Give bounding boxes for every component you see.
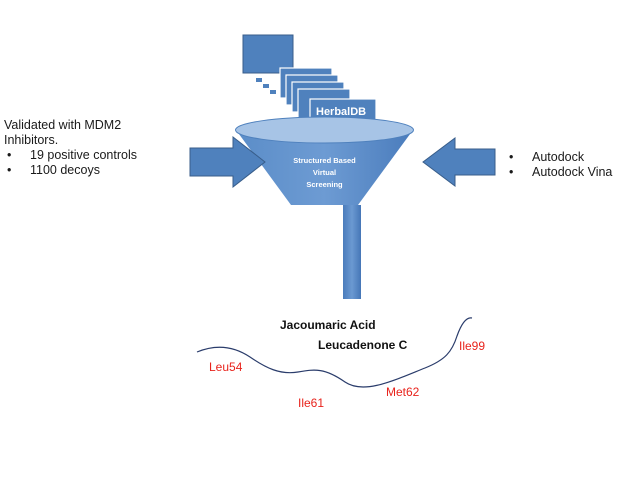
validation-list: 19 positive controls 1100 decoys — [4, 148, 137, 178]
ligand-leucadenone-c: Leucadenone C — [318, 338, 408, 352]
residue-met62: Met62 — [386, 385, 420, 399]
validation-heading-line-1: Validated with MDM2 — [4, 118, 122, 132]
database-stack: HerbalDB — [242, 34, 377, 125]
validation-block: Validated with MDM2 Inhibitors. 19 posit… — [4, 118, 137, 178]
validation-item-positive-controls: 19 positive controls — [4, 148, 137, 163]
funnel-rim — [235, 116, 414, 144]
funnel-spout — [343, 205, 361, 299]
funnel-label-line-2: Virtual — [313, 168, 336, 177]
docking-list: Autodock Autodock Vina — [506, 150, 612, 180]
docking-item-autodock: Autodock — [506, 150, 612, 165]
ellipsis-dot — [263, 84, 269, 88]
residue-ile99: Ile99 — [459, 339, 486, 353]
docking-item-autodock-vina: Autodock Vina — [506, 165, 612, 180]
ellipsis-dot — [256, 78, 262, 82]
funnel-label-line-1: Structured Based — [293, 156, 356, 165]
funnel-label-line-3: Screening — [306, 180, 343, 189]
docking-block: Autodock Autodock Vina — [506, 150, 612, 180]
residue-ile61: Ile61 — [298, 396, 325, 410]
validation-heading-line-2: Inhibitors. — [4, 133, 59, 147]
ellipsis-dot — [270, 90, 276, 94]
funnel-cone — [236, 130, 413, 205]
ligand-jacoumaric-acid: Jacoumaric Acid — [280, 318, 376, 332]
validation-item-decoys: 1100 decoys — [4, 163, 137, 178]
database-sheet — [242, 34, 294, 74]
database-label: HerbalDB — [316, 106, 366, 118]
left-input-arrow — [189, 135, 266, 189]
right-input-arrow — [422, 137, 496, 187]
funnel: Structured Based Virtual Screening — [235, 116, 414, 299]
binding-pocket-curve — [196, 317, 473, 388]
residue-leu54: Leu54 — [209, 360, 243, 374]
